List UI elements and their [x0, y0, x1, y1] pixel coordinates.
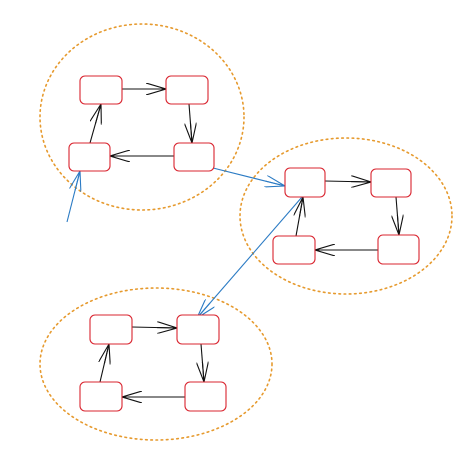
node-b3: [377, 234, 420, 265]
arrow-b1-to-b2: [324, 181, 371, 182]
arrow-c2-to-c3: [201, 343, 204, 382]
arrow-b4-to-b1: [296, 197, 303, 237]
arrow-a2-to-a3: [189, 103, 192, 143]
cluster-layer: [39, 23, 453, 441]
node-b2: [370, 168, 412, 198]
cluster-right: [239, 137, 453, 295]
node-a1: [79, 75, 123, 105]
arrow-c1-to-c2: [131, 327, 177, 328]
node-c2: [176, 314, 220, 345]
node-c3: [184, 381, 227, 412]
node-layer: [68, 75, 420, 412]
arrow-c4-to-c1: [100, 344, 109, 383]
arrow-a4-to-a1: [89, 104, 101, 144]
edge-layer: [66, 89, 399, 397]
node-c1: [89, 314, 133, 345]
node-a2: [165, 75, 209, 105]
cluster-bottom-left: [39, 287, 273, 441]
cross-arrow-a3-to-b1: [212, 167, 285, 186]
node-c4: [79, 381, 123, 412]
node-b1: [284, 167, 326, 198]
node-b4: [272, 235, 316, 265]
node-a3: [173, 142, 215, 172]
cluster-top-left: [39, 23, 245, 211]
node-a4: [68, 142, 111, 172]
cross-arrow-entry-to-a4: [66, 171, 80, 223]
arrow-b2-to-b3: [396, 196, 399, 235]
cross-arrow-b1-to-c2: [197, 196, 303, 318]
